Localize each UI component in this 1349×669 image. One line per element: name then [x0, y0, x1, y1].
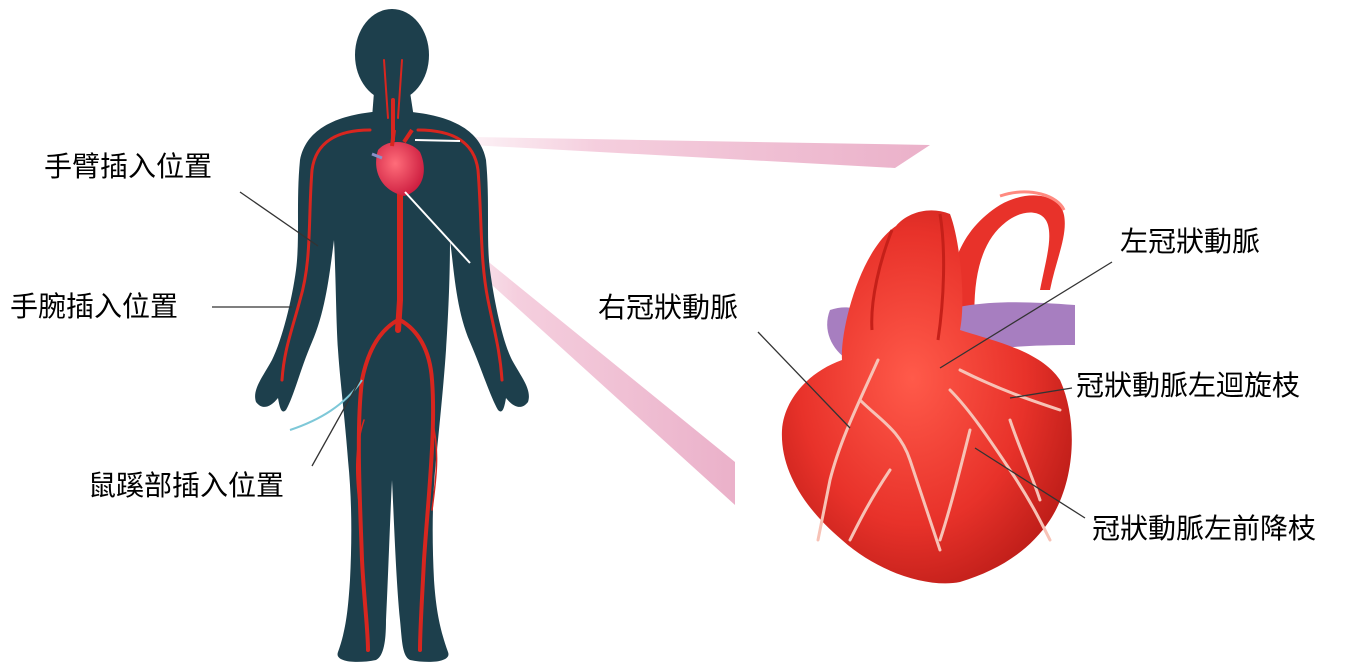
heart-illustration [782, 192, 1075, 583]
label-arm-insertion: 手臂插入位置 [44, 153, 212, 181]
label-left-anterior-descending: 冠狀動脈左前降枝 [1092, 515, 1316, 543]
label-left-coronary: 左冠狀動脈 [1120, 228, 1260, 256]
label-right-coronary: 右冠狀動脈 [598, 294, 738, 322]
label-groin-insertion: 鼠蹊部插入位置 [88, 472, 284, 500]
heart-body [782, 210, 1072, 583]
label-left-circumflex: 冠狀動脈左迴旋枝 [1076, 372, 1300, 400]
label-wrist-insertion: 手腕插入位置 [10, 293, 178, 321]
